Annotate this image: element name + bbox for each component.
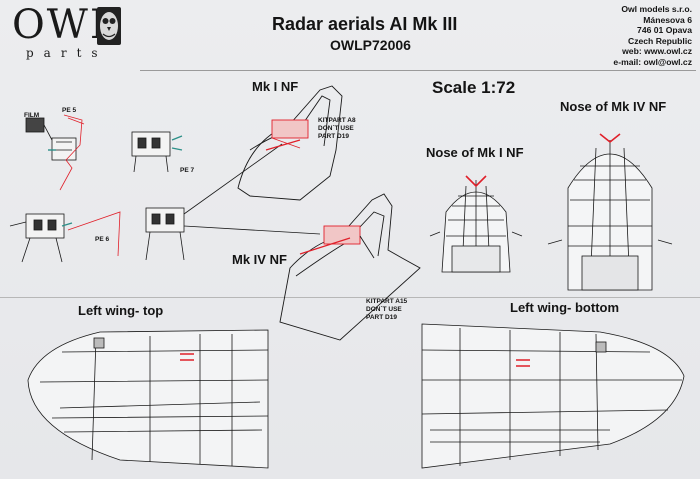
part-number: OWLP72006: [330, 37, 411, 53]
left-wing-bottom-diagram: [421, 323, 685, 469]
mk4nf-nose-front-view: [547, 133, 673, 291]
address-web: web: www.owl.cz: [622, 46, 692, 57]
pe7-diagram: [131, 131, 183, 173]
kitpart-a15-line3: PART D19: [366, 314, 397, 321]
wing-section-divider: [0, 297, 700, 298]
mk4nf-nose-diagram: [279, 193, 421, 341]
owl-icon: [97, 7, 121, 45]
wing-bottom-label: Left wing- bottom: [510, 300, 620, 315]
address-email: e-mail: owl@owl.cz: [613, 56, 692, 67]
film-pe5-diagram: [25, 114, 85, 191]
left-wing-top-diagram: [27, 329, 269, 469]
logo-subtitle: parts: [26, 46, 108, 60]
owl-logo: OWL parts: [4, 2, 132, 66]
address-company: Owl models s.r.o.: [621, 4, 692, 14]
mk1nf-label: Mk I NF: [252, 79, 299, 94]
kitpart-a15-note: KITPART A15 DON´T USE PART D19: [366, 298, 407, 322]
nose-mk1-label: Nose of Mk I NF: [426, 145, 524, 160]
kitpart-a8-line1: KITPART A8: [318, 117, 356, 124]
kitpart-a15-line1: KITPART A15: [366, 298, 408, 305]
pe5-label: PE 5: [62, 107, 77, 114]
scale-label: Scale 1:72: [432, 78, 516, 97]
address-country: Czech Republic: [628, 35, 692, 46]
nose-mk4-label: Nose of Mk IV NF: [560, 99, 667, 114]
address-street: Mánesova 6: [643, 14, 692, 25]
mk1nf-nose-diagram: [237, 85, 343, 201]
kitpart-a8-line3: PART D19: [318, 133, 349, 140]
kitpart-a8-note: KITPART A8 DON´T USE PART D19: [318, 117, 356, 141]
film-label: FILM: [24, 112, 40, 119]
mk1nf-nose-front-view: [429, 175, 523, 273]
aerial-base-part: [145, 143, 321, 261]
wing-top-label: Left wing- top: [78, 303, 164, 318]
address-block: Owl models s.r.o. Mánesova 6 746 01 Opav…: [613, 4, 692, 68]
address-city: 746 01 Opava: [637, 25, 692, 36]
kitpart-a15-line2: DON´T USE: [366, 306, 402, 313]
pe6-diagram: [9, 211, 121, 263]
pe6-label: PE 6: [95, 236, 110, 243]
pe7-label: PE 7: [180, 167, 195, 174]
kitpart-a8-line2: DON´T USE: [318, 125, 354, 132]
mk4nf-label: Mk IV NF: [232, 252, 287, 267]
sheet-title: Radar aerials AI Mk III: [272, 14, 458, 34]
header-divider: [140, 70, 696, 71]
